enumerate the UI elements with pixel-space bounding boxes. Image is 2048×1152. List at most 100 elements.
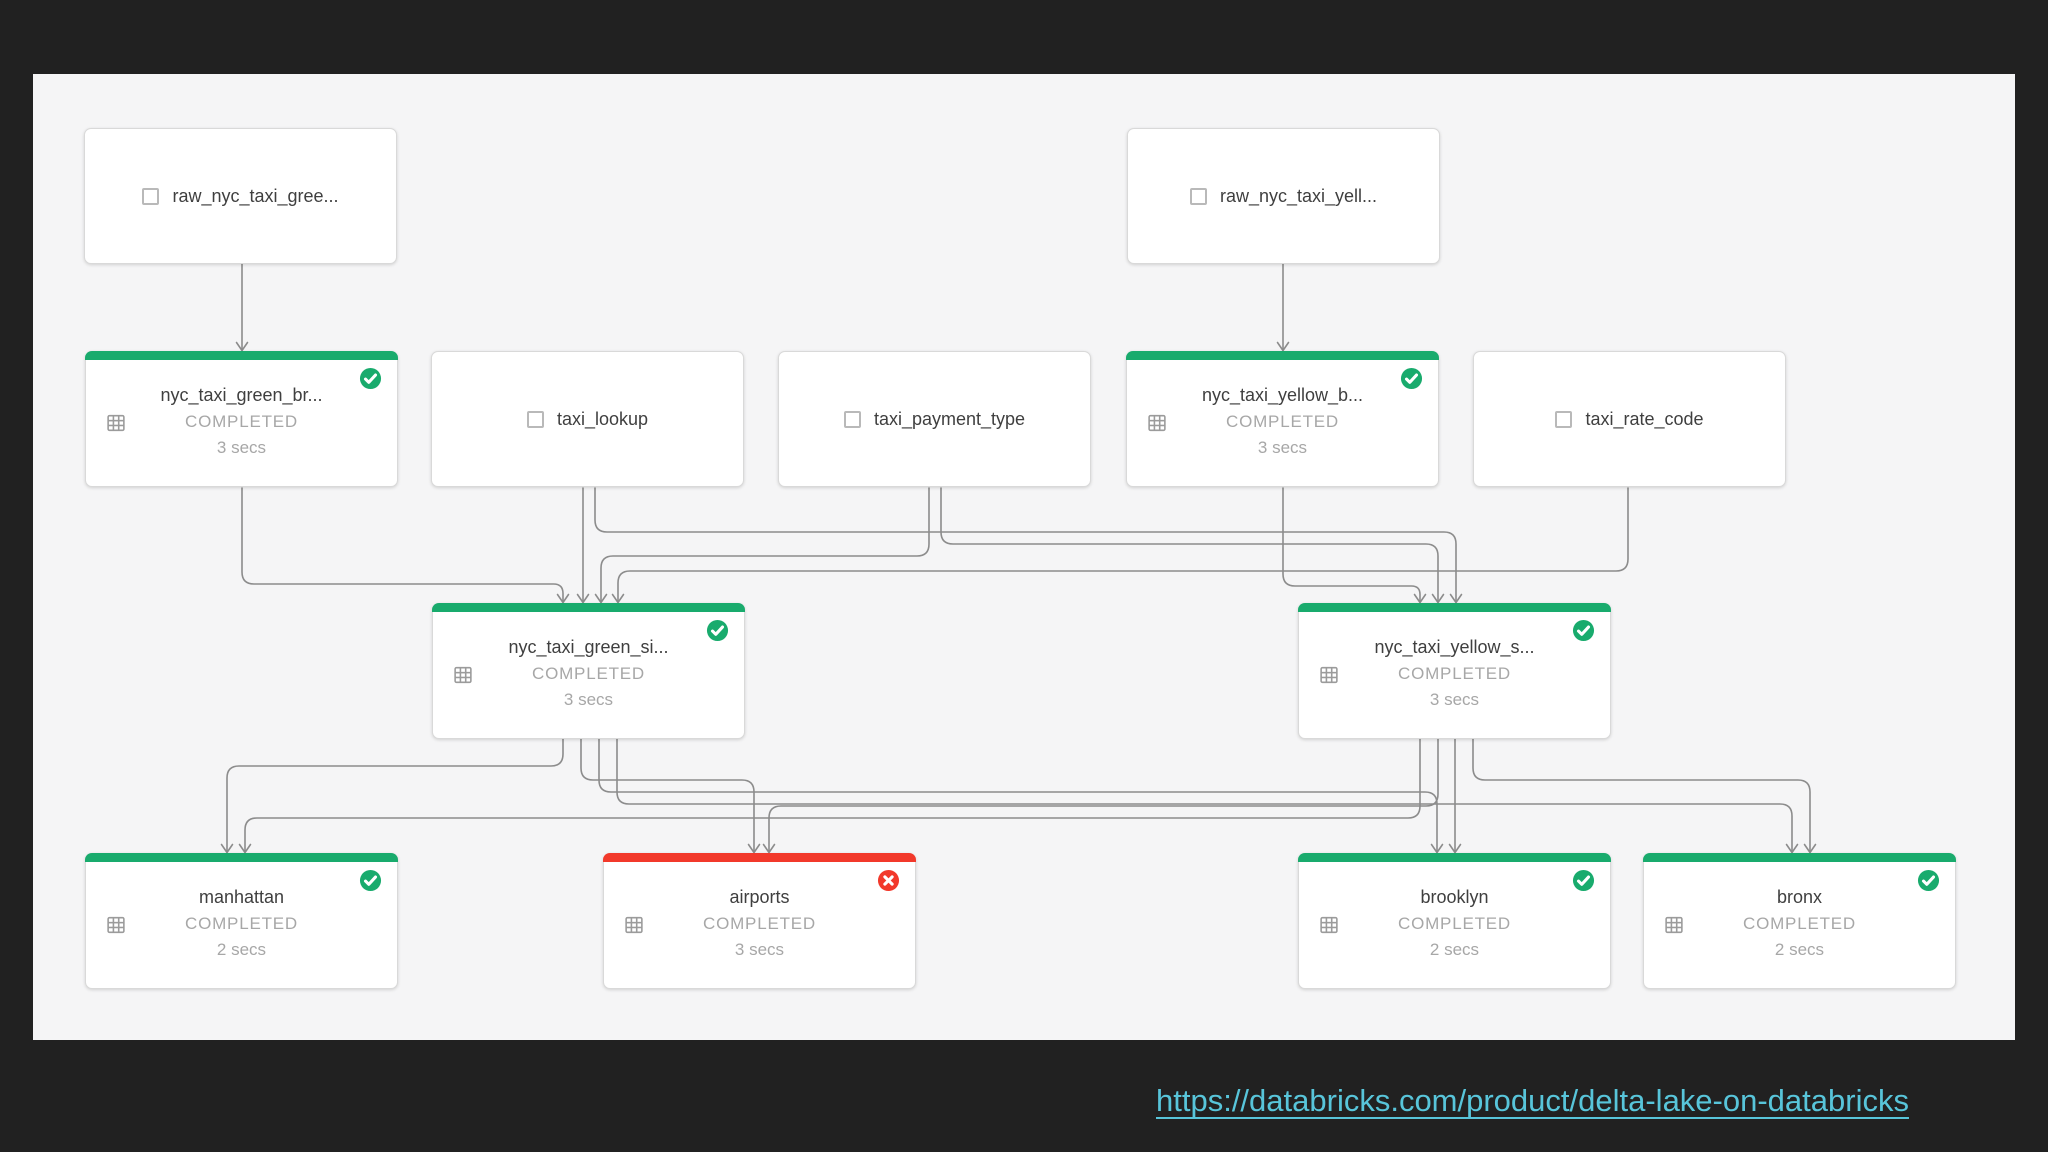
node-raw_nyc_taxi_green[interactable]: raw_nyc_taxi_gree... (84, 128, 397, 264)
node-title: nyc_taxi_green_br... (160, 385, 323, 405)
node-title: brooklyn (1420, 887, 1489, 907)
edge-nyc_taxi_green_bronze-nyc_taxi_green_silver (241, 487, 570, 604)
status-color-bar (1298, 603, 1611, 612)
arrowhead-icon (1449, 593, 1463, 604)
status-color-bar (1643, 853, 1956, 862)
node-taxi_payment_type[interactable]: taxi_payment_type (778, 351, 1091, 487)
checkbox-outline-icon (526, 410, 544, 428)
arrowhead-icon (1413, 593, 1427, 604)
table-grid-icon (454, 666, 472, 684)
node-title: raw_nyc_taxi_gree... (172, 185, 339, 206)
arrowhead-icon (576, 593, 590, 604)
node-title: nyc_taxi_green_si... (508, 637, 669, 657)
table-grid-icon (625, 916, 643, 934)
check-circle-icon (359, 869, 382, 892)
arrowhead-icon (220, 843, 234, 854)
edge-taxi_lookup-nyc_taxi_yellow_silver (594, 487, 1463, 604)
arrowhead-icon (1276, 341, 1290, 352)
check-circle-icon (1917, 869, 1940, 892)
edge-taxi_rate_code-nyc_taxi_green_silver (611, 487, 1629, 604)
status-text: COMPLETED (703, 914, 816, 933)
arrowhead-icon (1803, 843, 1817, 854)
checkbox-outline-icon (843, 410, 861, 428)
arrowhead-icon (238, 843, 252, 854)
edge-nyc_taxi_green_silver-airports (580, 737, 761, 854)
node-taxi_rate_code[interactable]: taxi_rate_code (1473, 351, 1786, 487)
node-nyc_taxi_yellow_bronze[interactable]: nyc_taxi_yellow_b... COMPLETED 3 secs (1126, 351, 1439, 487)
node-title: taxi_lookup (556, 408, 649, 429)
node-title: raw_nyc_taxi_yell... (1219, 185, 1378, 206)
check-circle-icon (359, 367, 382, 390)
arrowhead-icon (1431, 593, 1445, 604)
status-color-bar (1126, 351, 1439, 360)
node-raw_nyc_taxi_yellow[interactable]: raw_nyc_taxi_yell... (1127, 128, 1440, 264)
node-title: manhattan (198, 887, 285, 907)
check-circle-icon (1400, 367, 1423, 390)
status-text: COMPLETED (532, 664, 645, 683)
edge-raw_nyc_taxi_green-nyc_taxi_green_bronze (235, 263, 249, 352)
databricks-link[interactable]: https://databricks.com/product/delta-lak… (1156, 1083, 1909, 1118)
edge-nyc_taxi_yellow_silver-airports (762, 737, 1439, 854)
checkbox-outline-icon (1189, 187, 1207, 205)
edge-nyc_taxi_green_silver-bronx (616, 737, 1799, 854)
arrowhead-icon (594, 593, 608, 604)
duration-text: 2 secs (1429, 940, 1480, 959)
status-text: COMPLETED (185, 914, 298, 933)
node-title: nyc_taxi_yellow_s... (1374, 637, 1535, 657)
node-nyc_taxi_green_bronze[interactable]: nyc_taxi_green_br... COMPLETED 3 secs (85, 351, 398, 487)
duration-text: 2 secs (216, 940, 267, 959)
arrowhead-icon (762, 843, 776, 854)
duration-text: 3 secs (216, 438, 267, 457)
edge-raw_nyc_taxi_yellow-nyc_taxi_yellow_bronze (1276, 263, 1290, 352)
node-title: airports (729, 887, 790, 907)
status-text: COMPLETED (1226, 412, 1339, 431)
edge-nyc_taxi_green_silver-manhattan (220, 737, 564, 854)
status-text: COMPLETED (1743, 914, 1856, 933)
status-color-bar (603, 853, 916, 862)
dag-edges (220, 263, 1817, 854)
table-grid-icon (1320, 666, 1338, 684)
edge-nyc_taxi_green_silver-brooklyn (598, 737, 1444, 854)
arrowhead-icon (1430, 843, 1444, 854)
duration-text: 2 secs (1774, 940, 1825, 959)
arrowhead-icon (747, 843, 761, 854)
duration-text: 3 secs (734, 940, 785, 959)
status-color-bar (85, 351, 398, 360)
table-grid-icon (107, 916, 125, 934)
arrowhead-icon (1448, 843, 1462, 854)
status-color-bar (432, 603, 745, 612)
checkbox-outline-icon (142, 187, 160, 205)
edge-nyc_taxi_yellow_bronze-nyc_taxi_yellow_silver (1282, 487, 1427, 604)
duration-text: 3 secs (1429, 690, 1480, 709)
status-text: COMPLETED (1398, 664, 1511, 683)
duration-text: 3 secs (1257, 438, 1308, 457)
arrowhead-icon (556, 593, 570, 604)
check-circle-icon (1572, 869, 1595, 892)
status-text: COMPLETED (185, 412, 298, 431)
pipeline-canvas[interactable]: raw_nyc_taxi_gree... raw_nyc_taxi_yell...… (33, 74, 2015, 1040)
node-title: bronx (1776, 887, 1823, 907)
table-grid-icon (1148, 414, 1166, 432)
arrowhead-icon (235, 341, 249, 352)
status-color-bar (85, 853, 398, 862)
check-circle-icon (706, 619, 729, 642)
table-grid-icon (107, 414, 125, 432)
node-nyc_taxi_yellow_silver[interactable]: nyc_taxi_yellow_s... COMPLETED 3 secs (1298, 603, 1611, 739)
check-circle-icon (1572, 619, 1595, 642)
status-text: COMPLETED (1398, 914, 1511, 933)
node-taxi_lookup[interactable]: taxi_lookup (431, 351, 744, 487)
table-grid-icon (1320, 916, 1338, 934)
arrowhead-icon (611, 593, 625, 604)
edge-nyc_taxi_yellow_silver-brooklyn (1448, 737, 1462, 854)
table-grid-icon (1665, 916, 1683, 934)
edge-taxi_payment_type-nyc_taxi_yellow_silver (940, 487, 1445, 604)
arrowhead-icon (1785, 843, 1799, 854)
edge-taxi_lookup-nyc_taxi_green_silver (576, 487, 590, 604)
node-title: nyc_taxi_yellow_b... (1201, 385, 1364, 405)
